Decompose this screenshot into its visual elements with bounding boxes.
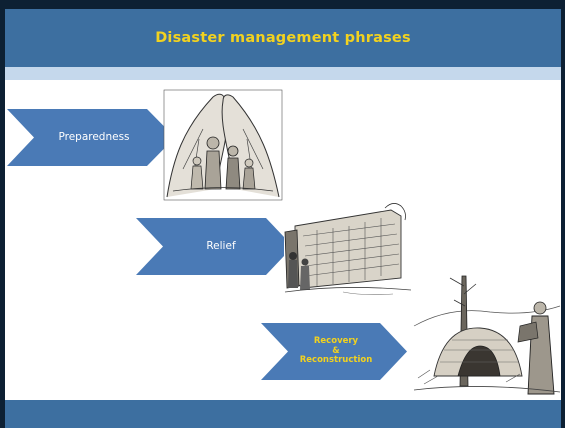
slide-frame: Disaster management phrases Preparedness [5,9,561,428]
chevron-recovery-reconstruction [261,323,407,380]
phase-label-line-reconstruction: Reconstruction [299,355,373,366]
phase-label-relief: Relief [206,239,236,252]
phase-label-line-ampersand: & [332,345,340,356]
phase-label-line-recovery: Recovery [313,336,359,347]
slide-title: Disaster management phrases [155,30,411,46]
chevron-relief [136,218,293,275]
relief-supplies-crowd-sketch [284,197,412,298]
rebuilding-shelter-sketch [411,267,561,399]
title-bar: Disaster management phrases [5,9,561,67]
hands-sheltering-family-sketch [163,89,283,201]
footer-bar [5,400,561,428]
chevron-preparedness [7,109,175,166]
phase-label-preparedness: Preparedness [58,130,130,143]
title-underline-band [5,67,561,80]
phase-label-recovery-reconstruction: Recovery & Reconstruction [287,323,385,380]
